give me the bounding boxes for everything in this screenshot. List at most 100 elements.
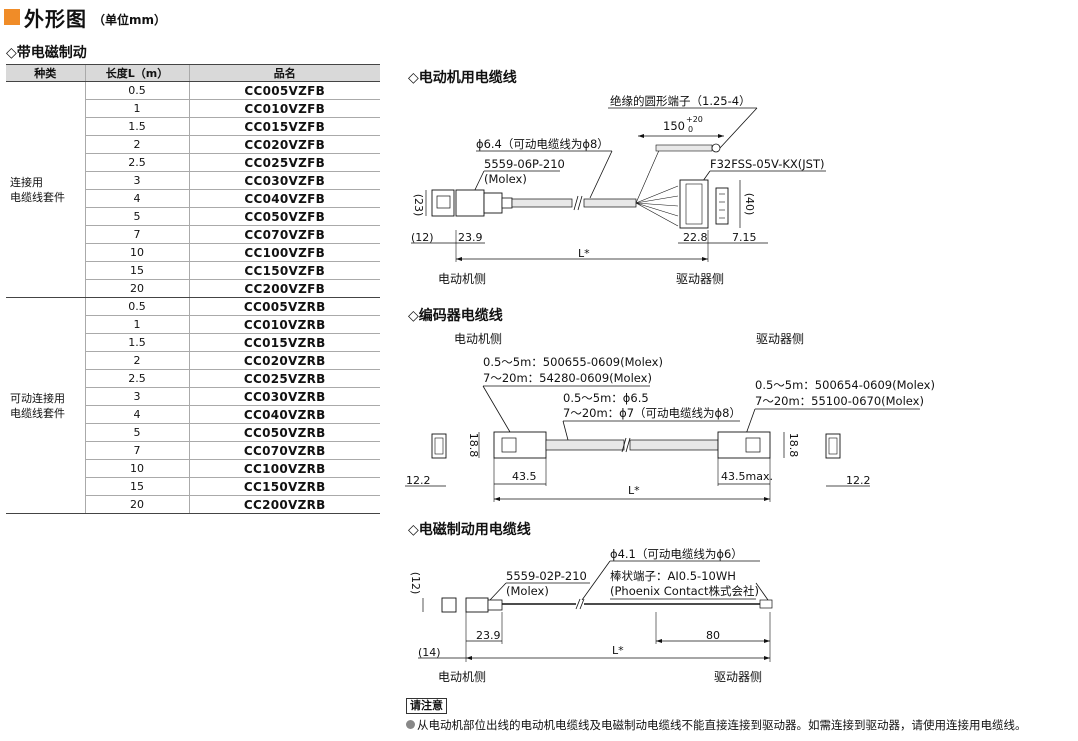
part-number-cell: CC150VZRB [188,477,380,496]
brake-dim-12: (12) [409,572,422,595]
part-number-cell: CC015VZFB [188,117,380,136]
bullet-icon [406,720,415,729]
motor-cable-driver-side: 驱动器侧 [676,272,724,286]
length-cell: 2 [84,351,189,370]
length-cell: 15 [84,477,189,496]
part-number-cell: CC200VZFB [188,279,380,298]
length-cell: 20 [84,279,189,298]
brake-term-maker: (Phoenix Contact株式会社) [610,584,759,598]
motor-terminal-label: 绝缘的圆形端子（1.25-4） [610,94,751,108]
brake-cable-title: ◇电磁制动用电缆线 [408,521,531,538]
part-number-cell: CC025VZRB [188,369,380,388]
length-cell: 2.5 [84,153,189,172]
note-text: 从电动机部位出线的电动机电缆线及电磁制动电缆线不能直接连接到驱动器。如需连接到驱… [417,718,1027,732]
part-number-cell: CC040VZFB [188,189,380,208]
motor-dim-228: 22.8 [683,231,708,244]
encoder-driver-conn-2: 7～20m：55100-0670(Molex) [755,394,924,408]
encoder-motor-conn-1: 0.5～5m：500655-0609(Molex) [483,355,663,369]
motor-driver-conn: F32FSS-05V-KX(JST) [710,157,825,171]
encoder-motor-conn-2: 7～20m：54280-0609(Molex) [483,371,652,385]
brake-conn-maker: (Molex) [506,584,549,598]
encoder-dim-188-right: 18.8 [787,433,800,458]
motor-cable-title: ◇电动机用电缆线 [408,69,517,86]
motor-cable-motor-side: 电动机侧 [438,272,486,286]
part-number-cell: CC025VZFB [188,153,380,172]
kind-cell: 可动连接用 电缆线套件 [6,297,85,514]
note-label: 请注意 [406,698,447,714]
length-cell: 2 [84,135,189,154]
motor-tol-plus: +20 [686,115,703,124]
length-cell: 1.5 [84,117,189,136]
length-cell: 4 [84,405,189,424]
encoder-dim-188-left: 18.8 [467,433,480,458]
encoder-motor-side: 电动机侧 [454,332,502,346]
encoder-dim-L: L* [628,484,640,497]
length-cell: 0.5 [84,297,189,316]
brake-driver-side: 驱动器侧 [714,670,762,684]
length-cell: 0.5 [84,81,189,100]
page-unit: （单位mm） [93,12,167,27]
length-cell: 15 [84,261,189,280]
motor-dim-23: (23) [412,194,425,217]
part-number-cell: CC005VZRB [188,297,380,316]
encoder-dim-122-right: 12.2 [846,474,871,487]
brake-dim-L: L* [612,644,624,657]
motor-dim-40: (40) [743,193,756,216]
col-header-length: 长度L（m） [84,64,189,82]
length-cell: 1 [84,99,189,118]
left-section-title: ◇带电磁制动 [6,45,87,61]
motor-dim-12: (12) [411,231,434,244]
encoder-dim-435max: 43.5max. [721,470,773,483]
motor-dim-715: 7.15 [732,231,757,244]
motor-conn-model: 5559-06P-210 [484,157,565,171]
brake-conn-model: 5559-02P-210 [506,569,587,583]
page-header: 外形图 （单位mm） [4,4,167,31]
length-cell: 1.5 [84,333,189,352]
length-cell: 3 [84,387,189,406]
part-number-cell: CC010VZRB [188,315,380,334]
col-header-kind: 种类 [6,64,85,82]
length-cell: 1 [84,315,189,334]
part-number-cell: CC015VZRB [188,333,380,352]
dimension-drawings: ◇电动机用电缆线 绝缘的圆形端子（1.25-4） 150 +20 0 ϕ6.4（… [405,69,935,684]
encoder-dim-122-left: 12.2 [406,474,431,487]
kind-cell: 连接用 电缆线套件 [6,81,85,298]
encoder-driver-side: 驱动器侧 [756,332,804,346]
length-cell: 3 [84,171,189,190]
length-cell: 20 [84,495,189,514]
brake-motor-side: 电动机侧 [438,670,486,684]
part-number-cell: CC030VZRB [188,387,380,406]
part-number-cell: CC070VZRB [188,441,380,460]
motor-dim-239: 23.9 [458,231,483,244]
part-number-cell: CC030VZFB [188,171,380,190]
part-number-cell: CC050VZRB [188,423,380,442]
part-number-cell: CC100VZRB [188,459,380,478]
part-number-cell: CC200VZRB [188,495,380,514]
encoder-dia-2: 7～20m：ϕ7（可动电缆线为ϕ8） [563,406,741,420]
part-number-cell: CC050VZFB [188,207,380,226]
motor-tol-minus: 0 [688,125,693,134]
part-number-cell: CC150VZFB [188,261,380,280]
encoder-cable-title: ◇编码器电缆线 [408,307,503,324]
note-line: 从电动机部位出线的电动机电缆线及电磁制动电缆线不能直接连接到驱动器。如需连接到驱… [406,717,1027,733]
motor-dim-L: L* [578,247,590,260]
brake-dia-label: ϕ4.1（可动电缆线为ϕ6） [610,547,743,561]
part-number-cell: CC100VZFB [188,243,380,262]
part-number-cell: CC005VZFB [188,81,380,100]
